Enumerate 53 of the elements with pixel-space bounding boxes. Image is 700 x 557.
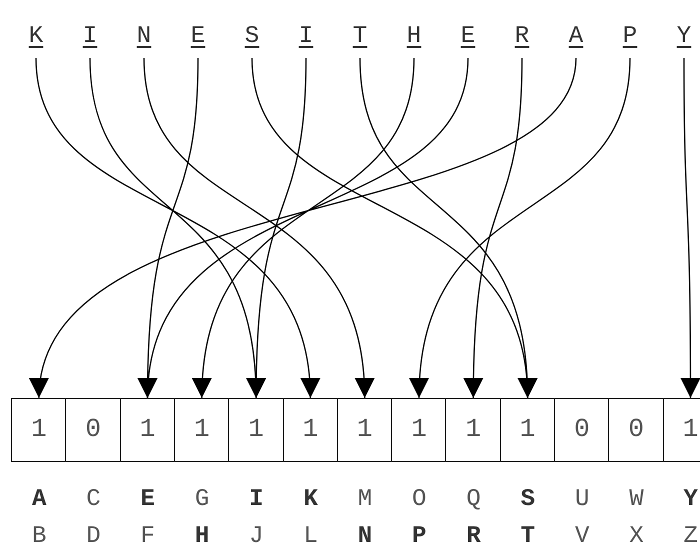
letter-label: R [465, 523, 482, 551]
letter-label: T [520, 523, 536, 551]
bit-cell: 1 [500, 398, 556, 462]
bit-cell: 0 [65, 398, 122, 462]
letter-label: A [30, 486, 48, 514]
letter-label: M [356, 486, 374, 514]
word-letter: T [345, 22, 375, 52]
word-letter: Y [669, 22, 699, 52]
word-letter: E [453, 22, 483, 52]
bit-cell: 1 [228, 398, 284, 462]
letter-label: S [520, 486, 536, 514]
bit-cell: 1 [662, 398, 700, 462]
letter-label: Q [465, 486, 482, 514]
word-letter: H [399, 22, 429, 52]
letter-label: L [302, 523, 319, 551]
letter-label: W [628, 486, 645, 514]
letter-label: O [411, 486, 428, 514]
letter-label: F [140, 523, 156, 551]
letter-label: C [85, 486, 102, 514]
letter-label: U [574, 486, 590, 514]
letter-label: E [140, 486, 156, 514]
word-letter: I [291, 22, 321, 52]
bit-cell: 0 [554, 398, 610, 462]
bit-cell: 1 [336, 398, 393, 462]
word-letter: I [75, 22, 105, 52]
letter-label: J [248, 523, 265, 551]
letter-label: I [248, 486, 265, 514]
word-letter: S [237, 22, 267, 52]
bit-cell: 1 [120, 398, 176, 462]
letter-label: D [85, 523, 102, 551]
letter-label: H [194, 523, 210, 551]
letter-label: Z [682, 523, 699, 551]
bit-cell: 1 [11, 398, 67, 462]
bit-cell: 1 [282, 398, 338, 462]
letter-label: N [356, 523, 374, 551]
word-letter: A [561, 22, 591, 52]
bit-cell: 1 [445, 398, 502, 462]
word-letter: E [183, 22, 213, 52]
letter-label: Y [682, 486, 699, 514]
bit-cell: 1 [174, 398, 230, 462]
letter-label: X [628, 523, 645, 551]
letter-label: G [194, 486, 210, 514]
arrow [680, 58, 700, 398]
word-letter: K [21, 22, 51, 52]
word-letter: P [615, 22, 645, 52]
letter-label: K [302, 486, 319, 514]
word-letter: R [507, 22, 537, 52]
word-letter: N [129, 22, 159, 52]
bit-cell: 0 [608, 398, 664, 462]
bit-cell: 1 [391, 398, 447, 462]
letter-label: V [574, 523, 590, 551]
letter-label: P [411, 523, 428, 551]
letter-label: B [30, 523, 48, 551]
